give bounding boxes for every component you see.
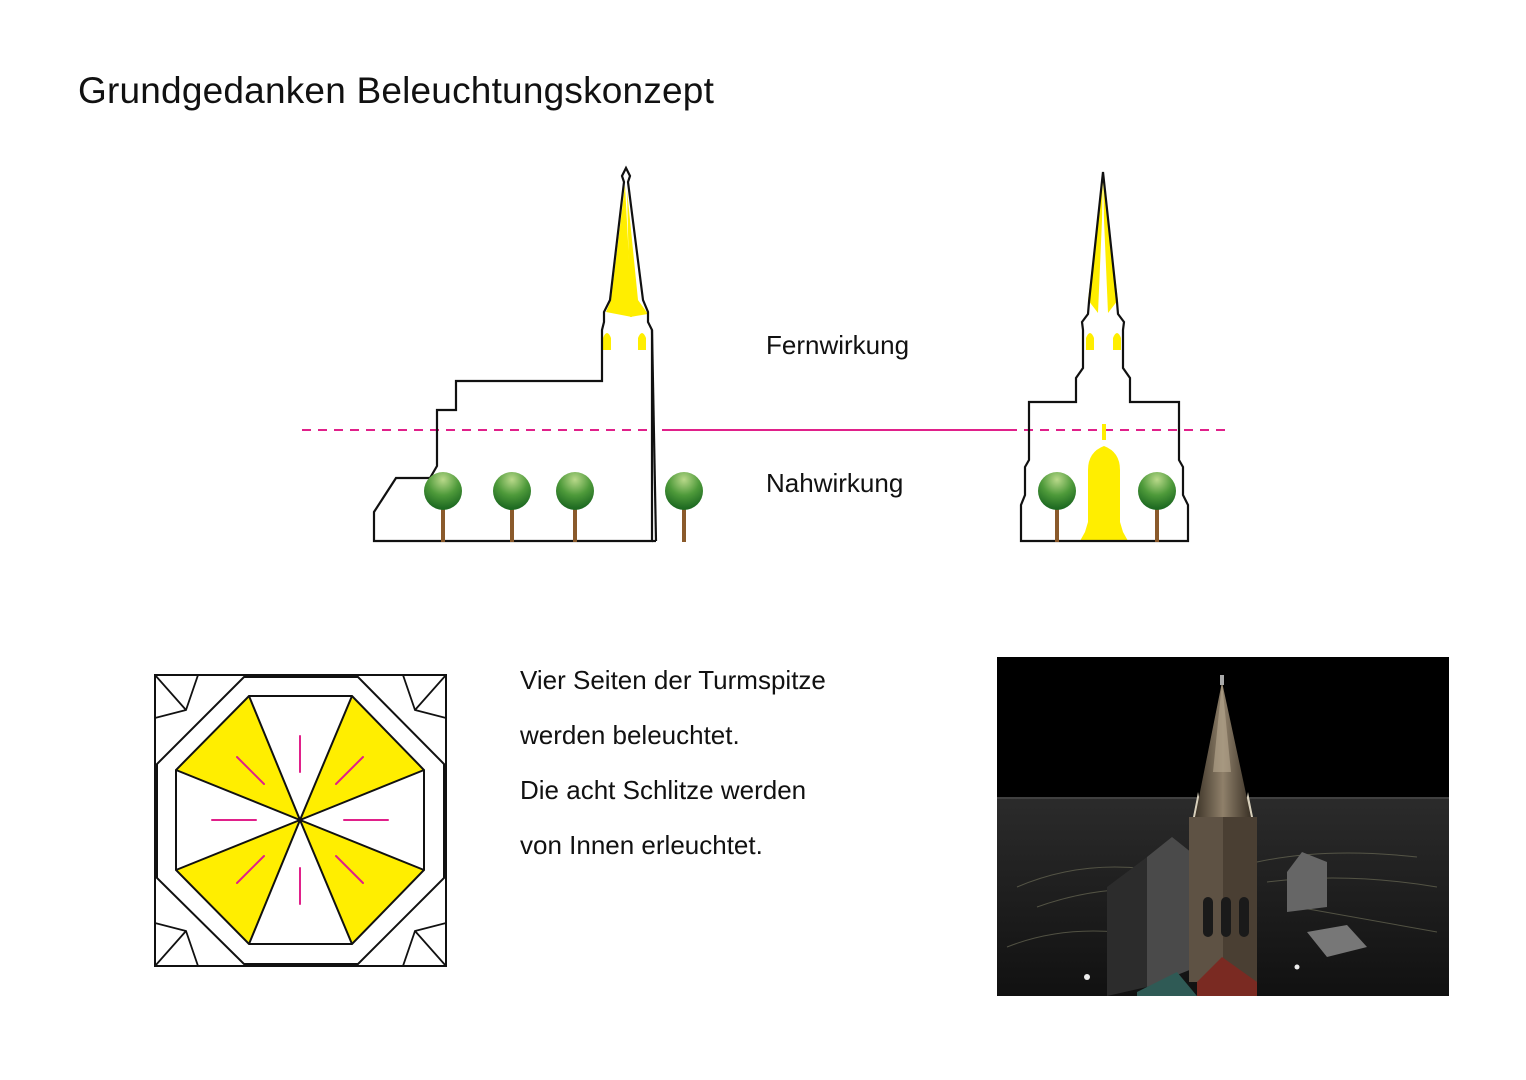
church-front-elevation [1019, 171, 1190, 543]
slit-marks [211, 735, 389, 905]
label-far-effect: Fernwirkung [766, 330, 910, 360]
church-outline-side [372, 165, 654, 543]
church-side-elevation [372, 165, 658, 543]
window-light [638, 333, 646, 350]
corner-buttress [154, 674, 447, 967]
window-light [1113, 333, 1121, 350]
spire-plan-diagram [154, 674, 447, 967]
tree [665, 472, 703, 542]
description-line: von Innen erleuchtet. [520, 830, 763, 860]
tree [424, 472, 462, 542]
inner-octagon [175, 695, 425, 945]
label-near-effect: Nahwirkung [766, 468, 904, 498]
elevation-diagram [302, 165, 1232, 543]
page-title: Grundgedanken Beleuchtungskonzept [78, 70, 715, 111]
description-line: Die acht Schlitze werden [520, 775, 807, 805]
window-light [603, 333, 611, 350]
tree [1138, 472, 1176, 542]
description-line: Vier Seiten der Turmspitze [520, 665, 826, 695]
description-line: werden beleuchtet. [520, 720, 740, 750]
church-outline-front [1019, 171, 1190, 543]
tree [556, 472, 594, 542]
night-render-image [997, 657, 1449, 996]
window-light [1086, 333, 1094, 350]
description-text: Vier Seiten der Turmspitze werden beleuc… [520, 660, 826, 880]
spire-light-side [606, 185, 632, 317]
outer-octagon [156, 676, 445, 965]
tree [493, 472, 531, 542]
tree [1038, 472, 1076, 542]
portal-light [1080, 424, 1128, 541]
